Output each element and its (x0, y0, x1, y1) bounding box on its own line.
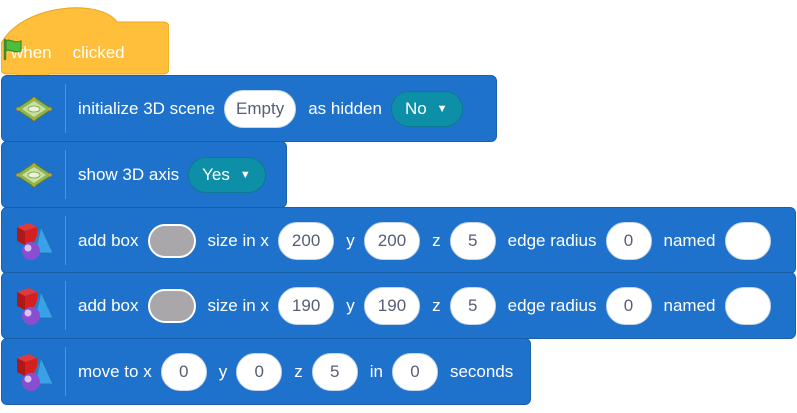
move-x-input[interactable]: 0 (160, 352, 207, 391)
move-z-input[interactable]: 5 (311, 352, 358, 391)
z-label: z (432, 230, 441, 250)
show-3d-axis-block[interactable]: show 3D axis Yes ▼ (1, 141, 287, 208)
z-label: z (432, 295, 441, 315)
edge-radius-label: edge radius (507, 295, 597, 315)
edge-radius-input[interactable]: 0 (605, 286, 652, 325)
box-color-swatch[interactable] (147, 288, 196, 323)
clicked-label: clicked (72, 43, 125, 62)
add-box-label: add box (78, 295, 139, 315)
size-x-input[interactable]: 200 (277, 221, 335, 260)
seconds-input[interactable]: 0 (391, 352, 438, 391)
name-input[interactable] (724, 221, 771, 260)
in-label: in (369, 361, 383, 381)
move-y-input[interactable]: 0 (236, 352, 283, 391)
axis-dropdown-value: Yes (202, 164, 230, 184)
chevron-down-icon: ▼ (436, 102, 448, 115)
size-y-input[interactable]: 190 (363, 286, 421, 325)
show-axis-label: show 3D axis (78, 164, 180, 184)
initialize-scene-label: initialize 3D scene (78, 98, 216, 118)
hat-row: when clicked (1, 37, 125, 69)
3d-scene-icon (2, 76, 66, 141)
size-z-input[interactable]: 5 (449, 221, 496, 260)
z-label: z (294, 361, 303, 381)
size-in-x-label: size in x (207, 295, 269, 315)
3d-shapes-icon (2, 208, 66, 273)
size-z-input[interactable]: 5 (449, 286, 496, 325)
initialize-3d-scene-block[interactable]: initialize 3D scene Empty as hidden No ▼ (1, 75, 497, 142)
as-hidden-label: as hidden (308, 98, 382, 118)
axis-dropdown[interactable]: Yes ▼ (188, 156, 266, 193)
y-label: y (346, 295, 355, 315)
3d-shapes-icon (2, 339, 66, 404)
seconds-label: seconds (449, 361, 514, 381)
edge-radius-input[interactable]: 0 (605, 221, 652, 260)
when-flag-clicked-block[interactable]: when clicked (1, 4, 169, 81)
box-color-swatch[interactable] (147, 223, 196, 258)
named-label: named (663, 295, 716, 315)
chevron-down-icon: ▼ (239, 168, 251, 181)
name-input[interactable] (724, 286, 771, 325)
hidden-dropdown[interactable]: No ▼ (390, 90, 463, 127)
add-box-label: add box (78, 230, 139, 250)
add-box-block-1[interactable]: add box size in x 200 y 200 z 5 edge rad… (1, 207, 796, 274)
scene-input[interactable]: Empty (224, 89, 297, 128)
size-in-x-label: size in x (207, 230, 269, 250)
edge-radius-label: edge radius (507, 230, 597, 250)
move-to-block[interactable]: move to x 0 y 0 z 5 in 0 seconds (1, 338, 531, 405)
named-label: named (663, 230, 716, 250)
size-x-input[interactable]: 190 (277, 286, 335, 325)
y-label: y (346, 230, 355, 250)
add-box-block-2[interactable]: add box size in x 190 y 190 z 5 edge rad… (1, 272, 796, 339)
y-label: y (218, 361, 228, 381)
size-y-input[interactable]: 200 (363, 221, 421, 260)
3d-scene-icon (2, 142, 66, 207)
3d-shapes-icon (2, 273, 66, 338)
hidden-dropdown-value: No (404, 98, 427, 118)
move-to-x-label: move to x (78, 361, 152, 381)
